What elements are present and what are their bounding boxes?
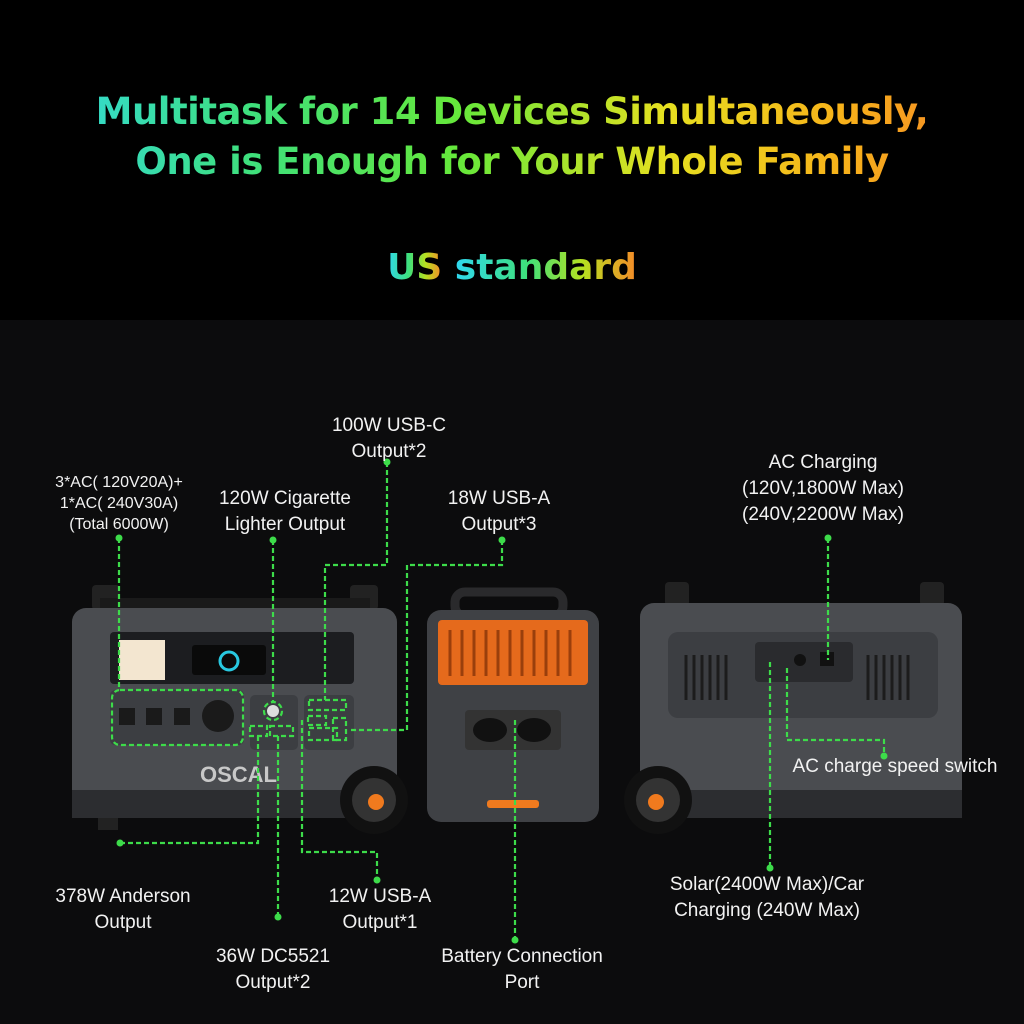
label-line: Lighter Output: [224, 514, 346, 535]
label-line: Battery Connection: [441, 946, 603, 967]
headline-line-1: Multitask for 14 Devices Simultaneously,: [0, 90, 1024, 133]
callout-dots: [115, 458, 888, 944]
headline-banner: Multitask for 14 Devices Simultaneously,…: [0, 0, 1024, 320]
label-ac-charging: AC Charging (120V,1800W Max) (240V,2200W M…: [742, 450, 904, 528]
standard-word: standard: [454, 247, 637, 288]
label-line: 120W Cigarette: [218, 488, 352, 509]
label-line: 18W USB-A: [447, 488, 551, 509]
label-line: 3*AC( 120V20A)+: [55, 474, 183, 491]
label-line: Output*2: [235, 972, 311, 993]
label-usba18-output: 18W USB-A Output*3: [448, 486, 550, 538]
standard-prefix: US: [387, 247, 443, 288]
label-line: Output*1: [342, 912, 418, 933]
label-ac-output: 3*AC( 120V20A)+ 1*AC( 240V30A) (Total 6000…: [55, 472, 183, 535]
label-line: (120V,1800W Max): [742, 478, 904, 499]
label-line: Output*3: [461, 514, 537, 535]
label-line: Charging (240W Max): [674, 900, 860, 921]
label-line: Solar(2400W Max)/Car: [669, 874, 865, 895]
callout-lines: [110, 462, 886, 940]
label-usbc-output: 100W USB-C Output*2: [332, 413, 446, 465]
label-line: (240V,2200W Max): [742, 504, 904, 525]
front-unit: OSCAL: [72, 585, 408, 834]
label-line: 378W Anderson: [55, 886, 191, 907]
label-line: AC Charging: [768, 452, 878, 473]
label-line: 1*AC( 240V30A): [59, 495, 179, 512]
label-line: 12W USB-A: [328, 886, 432, 907]
label-line: Output: [94, 912, 152, 933]
standard-label: US standard: [0, 247, 1024, 288]
label-line: 100W USB-C: [331, 415, 447, 436]
label-line: 36W DC5521: [215, 946, 331, 967]
label-speed-switch: AC charge speed switch: [793, 754, 998, 780]
label-line: Output*2: [351, 441, 427, 462]
headline-line-2: One is Enough for Your Whole Family: [0, 140, 1024, 183]
label-line: AC charge speed switch: [792, 756, 998, 777]
label-line: (Total 6000W): [69, 516, 169, 533]
label-line: Port: [504, 972, 540, 993]
label-usba12-output: 12W USB-A Output*1: [329, 884, 431, 936]
brand-logo: OSCAL: [200, 762, 277, 787]
rear-unit: [624, 582, 962, 834]
battery-unit: [427, 587, 599, 822]
